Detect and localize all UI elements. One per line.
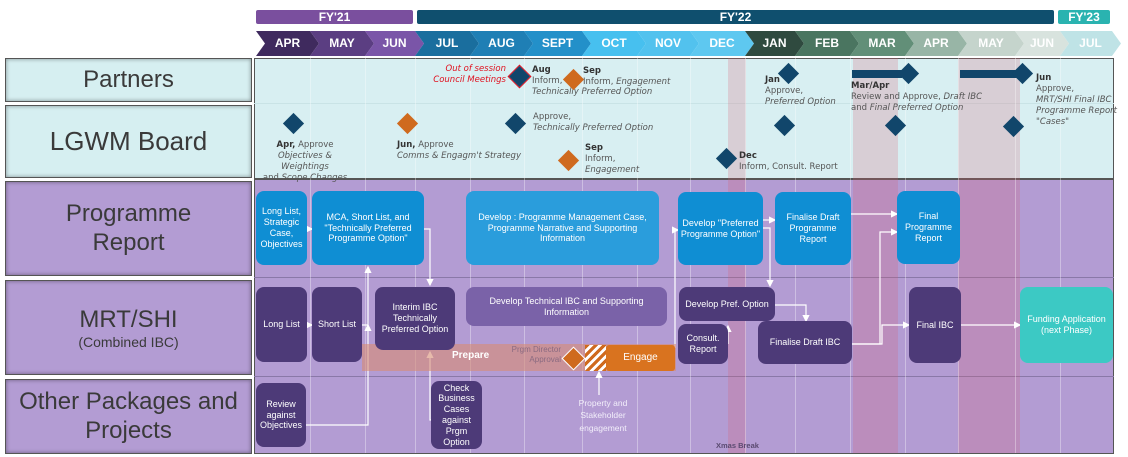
board-approve-note: Approve,Technically Preferred Option [533, 112, 654, 134]
month-may: MAY [310, 31, 374, 56]
month-oct: OCT [582, 31, 646, 56]
fy22-bar: FY'22 [417, 10, 1054, 24]
review-objectives-box[interactable]: Review against Objectives [256, 383, 306, 447]
lane-sublabel: (Combined IBC) [78, 333, 179, 350]
check-business-cases-box[interactable]: Check Business Cases against Prgm Option [431, 381, 482, 449]
consult-report-box[interactable]: Consult. Report [678, 324, 728, 364]
lane-label-text: Other Packages and Projects [19, 387, 238, 444]
month-dec: DEC [690, 31, 754, 56]
develop-programme-case-box[interactable]: Develop : Programme Management Case, Pro… [466, 191, 659, 265]
develop-technical-ibc-box[interactable]: Develop Technical IBC and Supporting Inf… [466, 287, 667, 326]
board-area [254, 58, 1114, 179]
month-jul: JUL [1060, 31, 1121, 56]
month-apr: APR [905, 31, 967, 56]
month-jan: JAN [745, 31, 804, 56]
funding-application-box[interactable]: Funding Application (next Phase) [1020, 287, 1113, 363]
lane-label-text: LGWM Board [49, 126, 208, 156]
council-note: Out of session Council Meetings [433, 64, 506, 86]
lane-label-text: MRT/SHI [79, 305, 178, 333]
lane-mrt: MRT/SHI(Combined IBC) [5, 280, 252, 375]
mrt-short-list-box[interactable]: Short List [312, 287, 362, 362]
month-apr: APR [256, 31, 319, 56]
mrt-long-list-box[interactable]: Long List [256, 287, 307, 362]
develop-pref-option-box[interactable]: Develop Pref. Option [679, 287, 775, 321]
lane-divider [254, 376, 1114, 377]
lane-divider [254, 277, 1114, 278]
fy23-bar: FY'23 [1058, 10, 1110, 24]
month-sept: SEPT [524, 31, 591, 56]
final-ibc-box[interactable]: Final IBC [909, 287, 961, 363]
lane-label-text: Programme Report [65, 199, 192, 256]
lane-partners: Partners [5, 58, 252, 102]
lane-board: LGWM Board [5, 105, 252, 178]
month-aug: AUG [470, 31, 533, 56]
engage-box[interactable]: Engage [606, 345, 675, 371]
month-jun: JUN [1015, 31, 1069, 56]
develop-preferred-option-box[interactable]: Develop "Preferred Programme Option" [678, 192, 763, 265]
timespan-bar [960, 70, 1018, 78]
month-gridline [1060, 58, 1061, 453]
month-gridline [310, 58, 311, 453]
property-engagement-note: Property and Stakeholder engagement [578, 398, 628, 433]
lane-programme: Programme Report [5, 181, 252, 276]
timespan-bar [852, 70, 902, 78]
month-mar: MAR [850, 31, 914, 56]
lane-other: Other Packages and Projects [5, 379, 252, 454]
director-approval-label: Prgm Director Approval [511, 345, 561, 365]
hatched-block [585, 345, 606, 371]
month-jul: JUL [415, 31, 479, 56]
month-gridline [1015, 58, 1016, 453]
mca-shortlist-box[interactable]: MCA, Short List, and "Technically Prefer… [312, 191, 424, 265]
month-nov: NOV [637, 31, 699, 56]
month-feb: FEB [795, 31, 859, 56]
month-may: MAY [958, 31, 1024, 56]
finalise-draft-report-box[interactable]: Finalise Draft Programme Report [775, 192, 851, 265]
final-programme-report-box[interactable]: Final Programme Report [897, 191, 960, 264]
prepare-label: Prepare [452, 350, 490, 361]
interim-ibc-box[interactable]: Interim IBC Technically Preferred Option [375, 287, 455, 350]
fy21-bar: FY'21 [256, 10, 413, 24]
xmas-break-label: Xmas Break [716, 441, 759, 450]
lane-label-text: Partners [83, 66, 174, 93]
long-list-strategic-box[interactable]: Long List, Strategic Case, Objectives [256, 191, 307, 265]
month-jun: JUN [365, 31, 424, 56]
lane-divider [254, 103, 1114, 104]
finalise-draft-ibc-box[interactable]: Finalise Draft IBC [758, 321, 852, 364]
